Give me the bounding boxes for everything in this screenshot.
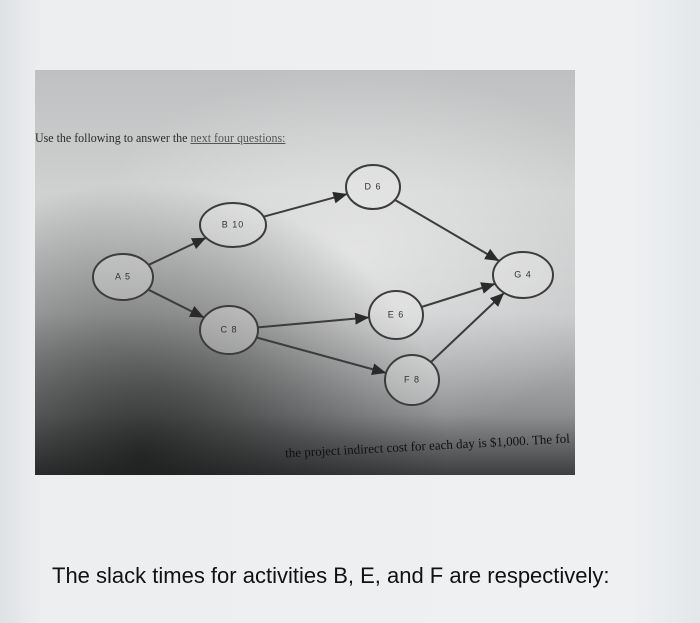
node-ellipse bbox=[345, 164, 401, 210]
edge-B-D bbox=[263, 191, 348, 218]
node-label: G 4 bbox=[514, 269, 532, 279]
node-ellipse bbox=[92, 253, 154, 301]
edge-E-G bbox=[421, 282, 496, 308]
node-ellipse bbox=[368, 290, 424, 340]
node-ellipse bbox=[384, 354, 440, 406]
node-label: B 10 bbox=[222, 219, 245, 229]
edge-F-G bbox=[430, 292, 505, 363]
node-F: F 8 bbox=[384, 354, 440, 406]
node-C: C 8 bbox=[199, 305, 259, 355]
node-E: E 6 bbox=[368, 290, 424, 340]
node-label: F 8 bbox=[404, 374, 420, 384]
question-text: The slack times for activities B, E, and… bbox=[52, 563, 610, 588]
node-label: E 6 bbox=[388, 309, 405, 319]
intro-underlined: next four questions: bbox=[190, 130, 286, 145]
node-ellipse bbox=[492, 251, 554, 299]
intro-text: Use the following to answer the next fou… bbox=[35, 130, 285, 146]
node-A: A 5 bbox=[92, 253, 154, 301]
node-ellipse bbox=[199, 305, 259, 355]
node-G: G 4 bbox=[492, 251, 554, 299]
node-label: D 6 bbox=[364, 181, 381, 191]
node-D: D 6 bbox=[345, 164, 401, 210]
node-ellipse bbox=[199, 202, 267, 248]
edge-A-C bbox=[147, 288, 205, 319]
edge-A-B bbox=[148, 236, 207, 266]
edge-C-E bbox=[257, 312, 370, 329]
edge-C-F bbox=[256, 336, 387, 376]
intro-plain: Use the following to answer the bbox=[35, 130, 188, 145]
edge-D-G bbox=[394, 198, 500, 262]
node-label: C 8 bbox=[220, 324, 237, 334]
node-label: A 5 bbox=[115, 271, 131, 281]
node-B: B 10 bbox=[199, 202, 267, 248]
slide-image: Use the following to answer the next fou… bbox=[35, 70, 575, 475]
